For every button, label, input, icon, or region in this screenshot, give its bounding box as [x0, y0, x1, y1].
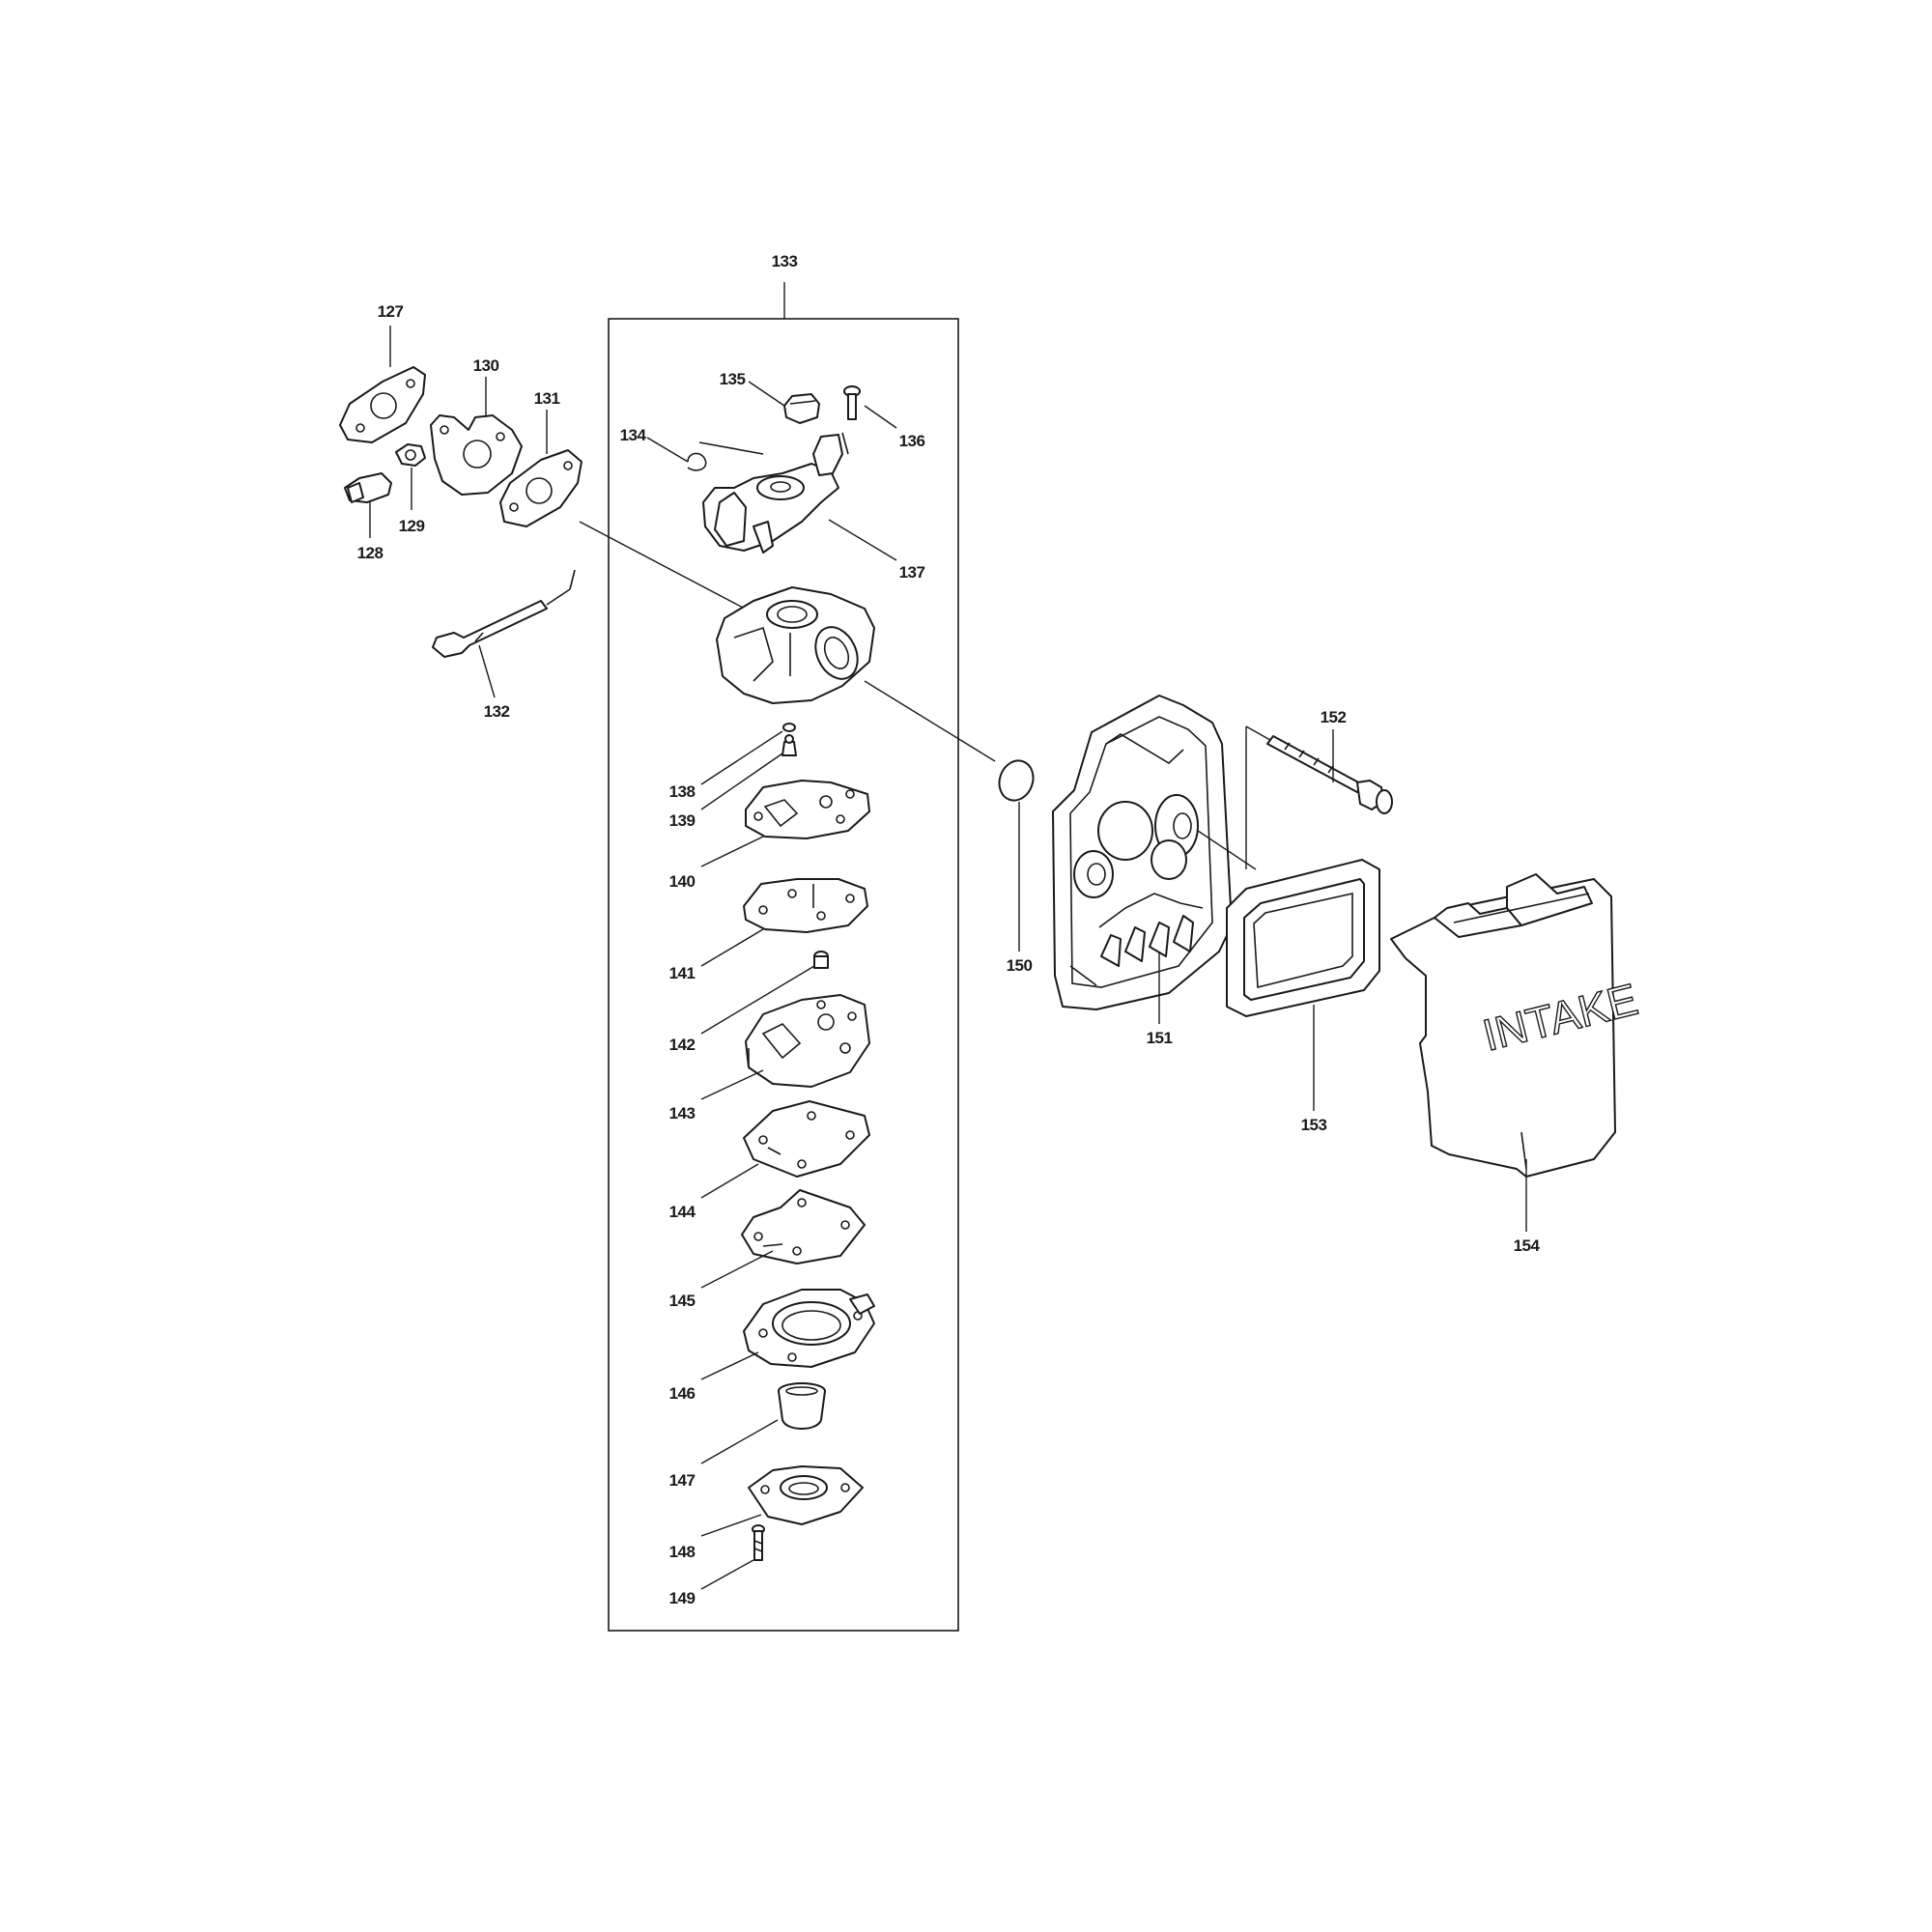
part-142-plug	[813, 951, 829, 969]
part-138-o-ring	[782, 723, 796, 732]
leader-137	[828, 519, 897, 561]
part-141-gasket	[743, 878, 868, 933]
leader-132	[478, 644, 496, 698]
leader-143	[700, 1069, 764, 1100]
part-132-rod	[432, 569, 576, 658]
part-151-air-cleaner-base	[1052, 695, 1233, 1010]
label-127: 127	[378, 302, 404, 321]
label-133: 133	[772, 252, 798, 270]
label-135: 135	[720, 370, 746, 388]
leader-136	[864, 405, 897, 429]
leader-135	[748, 381, 785, 407]
part-139-needle	[781, 734, 797, 756]
label-137: 137	[899, 563, 925, 582]
part-146-metering-cover	[743, 1289, 875, 1368]
leader-140	[700, 836, 764, 867]
label-146: 146	[669, 1384, 696, 1403]
part-127-gasket	[339, 366, 426, 443]
leader-147	[700, 1419, 779, 1464]
label-147: 147	[669, 1471, 696, 1490]
label-154: 154	[1514, 1236, 1541, 1255]
part-143-pump-body	[745, 994, 870, 1088]
label-130: 130	[473, 356, 499, 375]
leader-body-to-150	[864, 680, 996, 762]
part-136-screw	[843, 385, 861, 420]
part-135-adjust-knob	[783, 393, 820, 424]
leader-141	[700, 928, 764, 967]
carburetor-assembly-frame	[608, 318, 959, 1632]
label-132: 132	[484, 702, 510, 721]
leader-134	[646, 437, 689, 463]
label-134: 134	[620, 426, 647, 444]
part-131-gasket	[499, 449, 582, 527]
label-143: 143	[669, 1104, 696, 1122]
label-145: 145	[669, 1292, 696, 1310]
part-137-throttle-lever	[698, 432, 849, 554]
label-142: 142	[669, 1036, 696, 1054]
leader-138	[700, 730, 783, 785]
part-148-retainer-plate	[748, 1465, 864, 1525]
label-149: 149	[669, 1589, 696, 1607]
leader-142	[700, 965, 815, 1035]
part-150-gasket	[998, 759, 1035, 802]
label-128: 128	[357, 544, 384, 562]
part-128-bolt	[344, 472, 392, 503]
part-149-screw	[752, 1524, 765, 1561]
part-140-plate	[745, 780, 870, 839]
leader-131-to-body	[579, 521, 764, 619]
label-148: 148	[669, 1543, 696, 1561]
part-134-clip	[687, 452, 707, 471]
label-129: 129	[399, 517, 425, 535]
label-136: 136	[899, 432, 925, 450]
label-140: 140	[669, 872, 696, 891]
leader-145	[700, 1250, 774, 1289]
leader-148	[700, 1514, 762, 1537]
label-131: 131	[534, 389, 560, 408]
label-138: 138	[669, 782, 696, 801]
label-139: 139	[669, 811, 696, 830]
label-152: 152	[1321, 708, 1347, 726]
leader-139	[700, 753, 783, 810]
label-150: 150	[1007, 956, 1033, 975]
part-152-long-bolt	[1266, 735, 1393, 814]
label-141: 141	[669, 964, 696, 982]
leader-146	[700, 1351, 759, 1380]
part-129-nut	[395, 443, 426, 467]
part-144-diaphragm	[743, 1100, 870, 1178]
part-153-filter-element	[1226, 859, 1380, 1017]
part-130-insulator	[430, 414, 523, 496]
label-151: 151	[1147, 1029, 1173, 1047]
part-145-gasket	[741, 1189, 866, 1264]
label-153: 153	[1301, 1116, 1327, 1134]
label-144: 144	[669, 1203, 696, 1221]
carburetor-body	[716, 586, 875, 704]
leader-144	[700, 1163, 759, 1199]
leader-149	[700, 1559, 754, 1590]
part-147-primer-bulb	[778, 1382, 826, 1430]
part-154-intake-cover: INTAKE	[1390, 873, 1643, 1178]
